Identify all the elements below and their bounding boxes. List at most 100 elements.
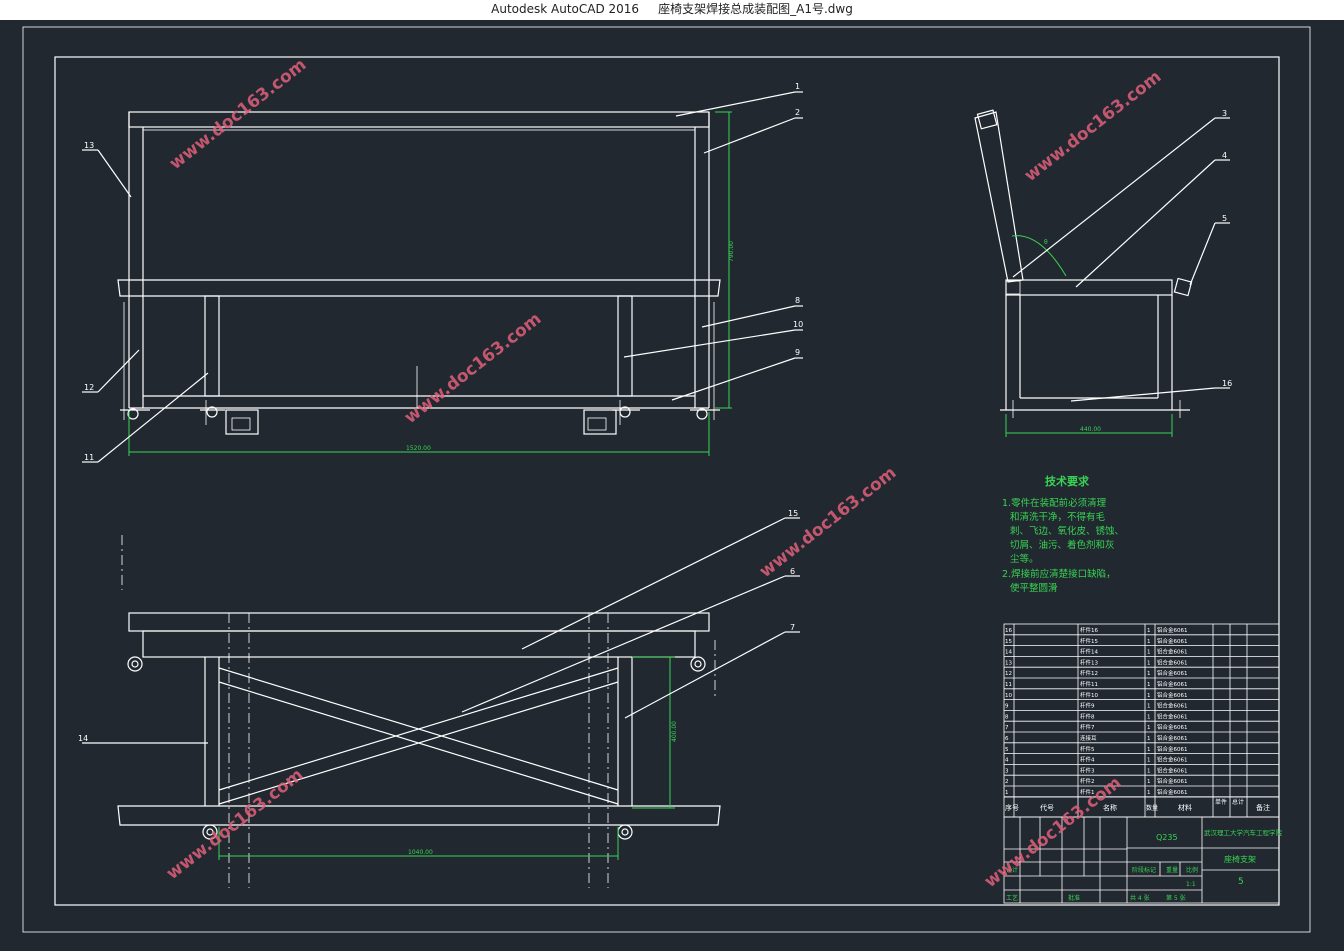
watermark-3: www.doc163.com [401, 309, 546, 428]
part-name: 杆件5 [1080, 745, 1095, 753]
balloon-2: 2 [795, 108, 800, 117]
part-material: 铝合金6061 [1157, 723, 1188, 731]
technical-requirements: 技术要求 1.零件在装配前必须清理 和清洗干净，不得有毛 刺、飞边、氧化皮、锈蚀… [1002, 474, 1124, 594]
part-no: 9 [1005, 704, 1009, 710]
file-name: 座椅支架焊接总成装配图_A1号.dwg [658, 2, 853, 16]
part-material: 铝合金6061 [1157, 702, 1188, 710]
part-material: 铝合金6061 [1157, 680, 1188, 688]
part-name: 杆件10 [1080, 691, 1098, 699]
part-material: 铝合金6061 [1157, 637, 1188, 645]
parts-header-total: 总计 [1232, 798, 1244, 806]
svg-text:θ: θ [1044, 239, 1048, 246]
title-approve-label: 批准 [1068, 894, 1080, 902]
parts-header-qty: 数量 [1146, 804, 1158, 812]
dim-leg-height: 400.00 [671, 721, 678, 742]
balloon-9: 9 [795, 348, 800, 357]
part-name: 杆件4 [1080, 756, 1095, 764]
part-no: 4 [1005, 758, 1009, 764]
watermark-6: www.doc163.com [981, 773, 1126, 892]
part-no: 8 [1005, 714, 1009, 720]
balloon-5: 5 [1222, 214, 1227, 223]
part-no: 16 [1005, 628, 1012, 634]
part-name: 杆件9 [1080, 702, 1095, 710]
tech-req-line-7: 使平整圆滑 [1010, 582, 1058, 594]
title-design-label: 设计 [1006, 866, 1018, 874]
title-sheet-total: 共 4 张 [1130, 894, 1150, 902]
dim-back-height: 790.00 [728, 241, 735, 262]
part-name: 杆件13 [1080, 658, 1098, 666]
balloon-7: 7 [790, 623, 795, 632]
dim-inner-length: 1040.00 [408, 849, 433, 856]
tech-req-line-4: 切屑、油污、着色剂和灰 [1010, 539, 1115, 551]
part-material: 铝合金6061 [1157, 777, 1188, 785]
part-name: 杆件12 [1080, 669, 1098, 677]
window-titlebar: Autodesk AutoCAD 2016 座椅支架焊接总成装配图_A1号.dw… [0, 0, 1344, 20]
app-name: Autodesk AutoCAD 2016 [491, 2, 640, 16]
part-no: 1 [1005, 790, 1009, 796]
title-sheet-no: 第 5 张 [1166, 894, 1186, 902]
balloon-3: 3 [1222, 109, 1227, 118]
parts-header-code: 代号 [1040, 803, 1054, 812]
parts-header-unit: 单件 [1215, 798, 1227, 806]
part-qty: 1 [1147, 725, 1151, 731]
balloon-14: 14 [78, 734, 88, 743]
part-name: 杆件11 [1080, 680, 1098, 688]
part-material: 铝合金6061 [1157, 648, 1188, 656]
top-view [117, 535, 721, 888]
watermark-5: www.doc163.com [163, 765, 308, 884]
part-qty: 1 [1147, 693, 1151, 699]
title-scale: 1:1 [1186, 881, 1196, 888]
part-no: 6 [1005, 736, 1009, 742]
title-drawing-name: 座椅支架 [1224, 854, 1256, 864]
part-no: 14 [1005, 650, 1012, 656]
balloon-12: 12 [84, 383, 94, 392]
part-no: 12 [1005, 671, 1012, 677]
title-weight-label: 重量 [1166, 866, 1178, 874]
balloon-4: 4 [1222, 151, 1227, 160]
part-name: 杆件1 [1080, 788, 1095, 796]
drawing-canvas[interactable]: 790.00 1520.00 θ 440.00 [0, 20, 1344, 951]
front-view [117, 111, 721, 435]
balloon-labels: 1 2 3 4 5 6 7 8 9 10 11 12 13 14 15 16 [78, 82, 1232, 743]
part-qty: 1 [1147, 682, 1151, 688]
part-material: 铝合金6061 [1157, 669, 1188, 677]
part-material: 铝合金6061 [1157, 766, 1188, 774]
part-name: 杆件2 [1080, 777, 1095, 785]
tech-req-line-1: 1.零件在装配前必须清理 [1002, 497, 1107, 509]
drawing-svg: 790.00 1520.00 θ 440.00 [22, 26, 1311, 933]
balloon-6: 6 [790, 567, 795, 576]
leader-lines [82, 91, 1230, 744]
parts-header-name: 名称 [1103, 803, 1117, 812]
title-scale-label: 比例 [1186, 866, 1198, 874]
part-name: 杆件14 [1080, 648, 1098, 656]
part-name: 杆件7 [1080, 723, 1095, 731]
part-qty: 1 [1147, 714, 1151, 720]
part-name: 杆件3 [1080, 766, 1095, 774]
top-view-dimensions: 400.00 1040.00 [218, 656, 678, 860]
part-qty: 1 [1147, 704, 1151, 710]
part-qty: 1 [1147, 790, 1151, 796]
balloon-13: 13 [84, 141, 94, 150]
part-no: 11 [1005, 682, 1012, 688]
part-qty: 1 [1147, 747, 1151, 753]
part-no: 7 [1005, 725, 1009, 731]
part-material: 铝合金6061 [1157, 712, 1188, 720]
part-material: 铝合金6061 [1157, 691, 1188, 699]
tech-req-line-5: 尘等。 [1010, 553, 1039, 565]
part-no: 10 [1005, 693, 1012, 699]
part-material: 铝合金6061 [1157, 734, 1188, 742]
dim-side-depth: 440.00 [1080, 426, 1101, 433]
part-qty: 1 [1147, 736, 1151, 742]
part-material: 铝合金6061 [1157, 745, 1188, 753]
balloon-16: 16 [1222, 379, 1232, 388]
tech-req-title: 技术要求 [1045, 474, 1090, 488]
part-material: 铝合金6061 [1157, 658, 1188, 666]
tech-req-line-3: 刺、飞边、氧化皮、锈蚀、 [1010, 525, 1124, 537]
title-material-code: Q235 [1156, 833, 1178, 842]
part-no: 2 [1005, 779, 1009, 785]
part-qty: 1 [1147, 650, 1151, 656]
watermark-1: www.doc163.com [166, 55, 311, 174]
part-material: 铝合金6061 [1157, 626, 1188, 634]
title-process-label: 工艺 [1006, 894, 1018, 902]
